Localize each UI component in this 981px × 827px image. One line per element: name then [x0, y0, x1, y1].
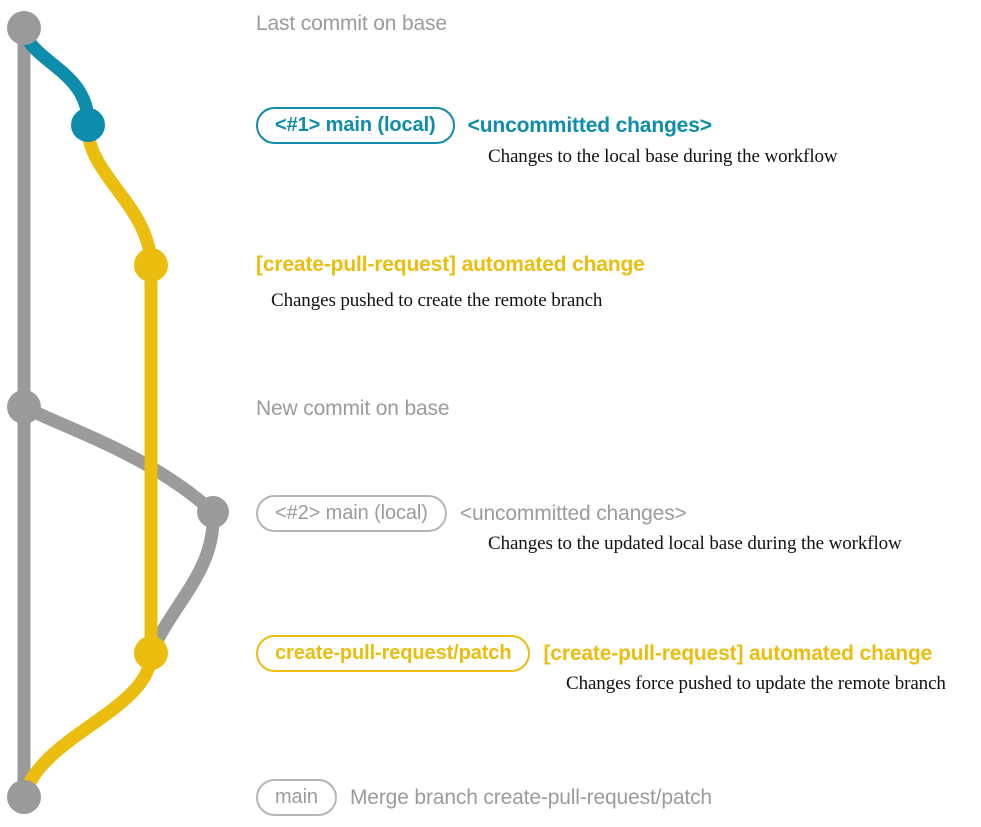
commit-row-5: <#2> main (local) <uncommitted changes>: [256, 495, 687, 532]
branch-badge-main[interactable]: main: [256, 779, 337, 816]
edge-base-to-remote: [17, 400, 220, 519]
edge-patch-to-merge: [17, 646, 158, 804]
commit-row-7: main Merge branch create-pull-request/pa…: [256, 779, 712, 816]
commit-row-6: create-pull-request/patch [create-pull-r…: [256, 635, 932, 672]
commit-note: Changes to the updated local base during…: [488, 533, 902, 554]
commit-node-base-new[interactable]: [7, 390, 41, 424]
edge-local-to-patch: [81, 118, 158, 272]
commit-row-4: New commit on base: [256, 397, 450, 421]
commit-node-local-1[interactable]: [71, 108, 105, 142]
commit-note: Changes to the local base during the wor…: [488, 146, 838, 167]
commit-subject: New commit on base: [256, 397, 450, 420]
commit-note: Changes pushed to create the remote bran…: [271, 290, 603, 311]
edge-base-to-local: [17, 21, 95, 132]
commit-row-2: <#1> main (local) <uncommitted changes>: [256, 107, 712, 144]
commit-node-merge[interactable]: [7, 780, 41, 814]
edge-remote-to-patch: [144, 505, 220, 660]
branch-badge-main-local-1[interactable]: <#1> main (local): [256, 107, 455, 144]
commit-node-base-last[interactable]: [7, 11, 41, 45]
commit-row-1: Last commit on base: [256, 12, 447, 36]
commit-subject: Last commit on base: [256, 12, 447, 35]
commit-note: Changes force pushed to update the remot…: [566, 673, 946, 694]
commit-row-3: [create-pull-request] automated change: [256, 253, 645, 277]
commit-subject: [create-pull-request] automated change: [543, 641, 933, 665]
commit-subject: [create-pull-request] automated change: [256, 253, 645, 276]
commit-subject: <uncommitted changes>: [467, 113, 712, 137]
commit-node-patch-create[interactable]: [134, 248, 168, 282]
commit-node-local-2[interactable]: [197, 496, 229, 528]
branch-badge-create-pull-request-patch[interactable]: create-pull-request/patch: [256, 635, 531, 672]
branch-badge-main-local-2[interactable]: <#2> main (local): [256, 495, 447, 532]
commit-subject: <uncommitted changes>: [459, 501, 687, 525]
commit-node-patch-force[interactable]: [134, 636, 168, 670]
commit-subject: Merge branch create-pull-request/patch: [349, 785, 712, 809]
